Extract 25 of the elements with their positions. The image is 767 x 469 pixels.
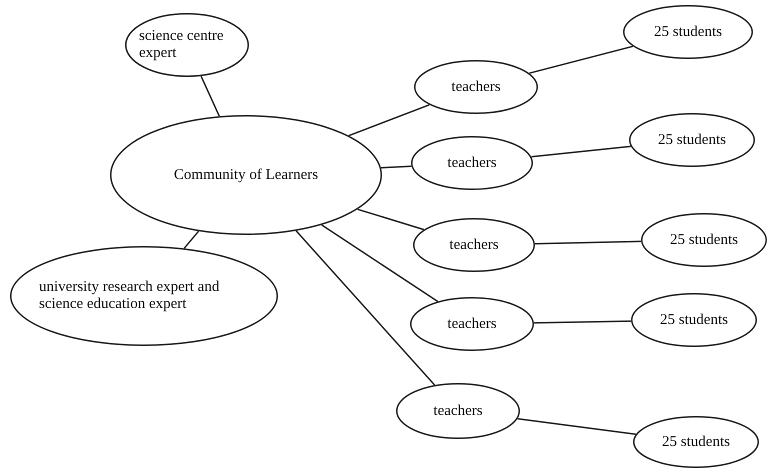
connector-line [357,208,424,230]
connector-line [184,230,200,249]
node-label: Community of Learners [174,166,318,184]
connector-line [200,76,220,116]
node-label: 25 students [662,434,730,450]
node-label: teachers [451,78,501,96]
node-label: 25 students [660,312,728,328]
node-label: teachers [447,316,497,332]
node-label: science centre expert [139,28,225,62]
node-label: teachers [433,402,483,420]
node-label: teachers [447,154,497,172]
connector-line [518,418,636,435]
connector-line [529,46,634,74]
node-label: university research expert and science education expert [39,279,220,313]
connector-line [348,104,430,136]
connector-line [321,224,438,302]
connector-line [534,320,632,324]
connector-line [380,165,412,169]
node-label: 25 students [654,24,722,40]
node-label: 25 students [658,132,726,148]
node-label: 25 students [670,232,738,248]
connector-line [534,240,642,244]
connector-line [531,146,631,158]
node-label: teachers [449,236,499,254]
connector-line [296,230,436,386]
